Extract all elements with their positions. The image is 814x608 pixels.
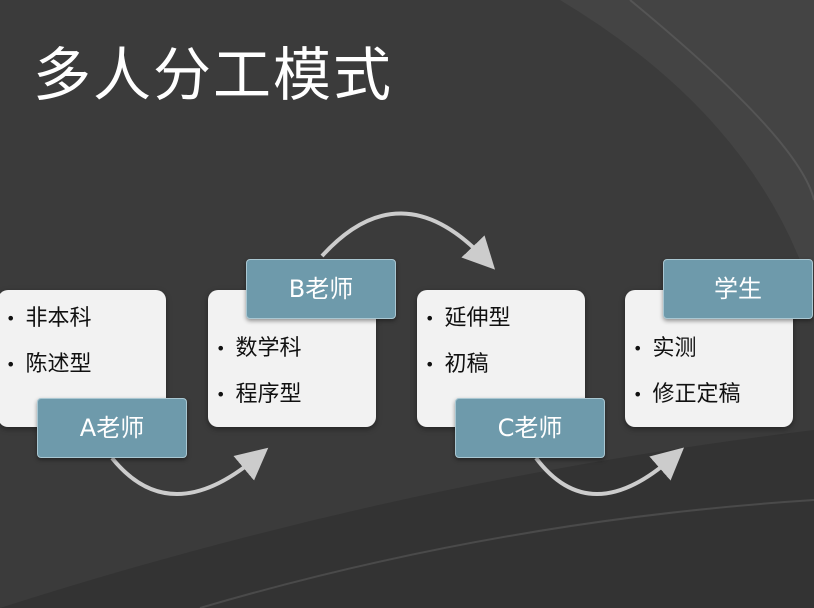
list-item: 陈述型 (6, 342, 91, 388)
list-item: 延伸型 (425, 296, 510, 342)
list-item: 非本科 (6, 296, 91, 342)
step-b-label: B老师 (246, 259, 396, 319)
list-item: 实测 (633, 326, 740, 372)
step-student-label: 学生 (663, 259, 813, 319)
list-item: 数学科 (216, 326, 301, 372)
slide-title: 多人分工模式 (33, 41, 394, 109)
list-item: 修正定稿 (633, 372, 740, 418)
step-a-label: A老师 (37, 398, 187, 458)
list-item: 程序型 (216, 372, 301, 418)
list-item: 初稿 (425, 342, 510, 388)
step-c-label: C老师 (455, 398, 605, 458)
